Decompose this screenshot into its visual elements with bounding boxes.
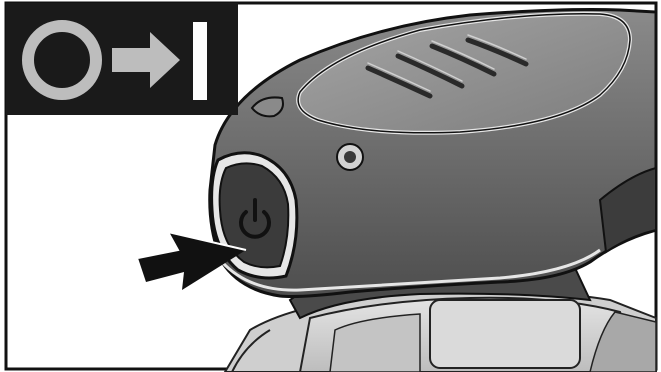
housing-screw — [337, 144, 363, 170]
bar-icon — [193, 22, 207, 100]
switch-state-panel — [6, 3, 238, 115]
